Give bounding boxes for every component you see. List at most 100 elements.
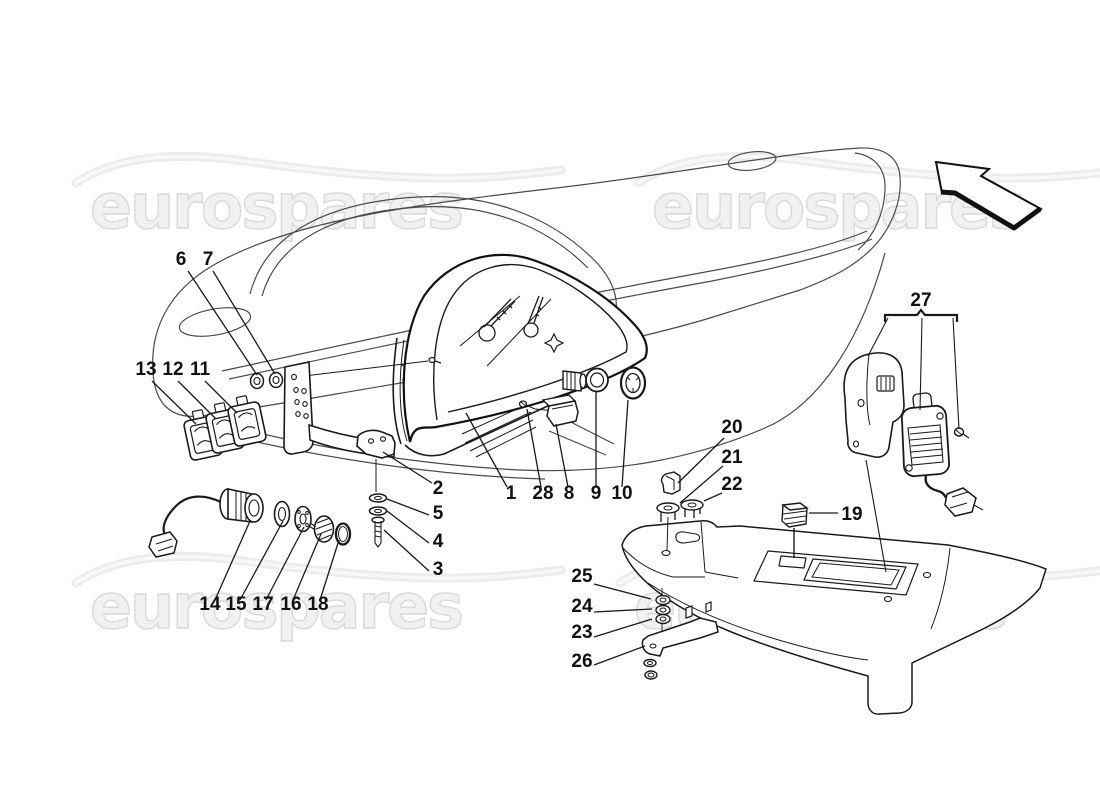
bracket-26 [641, 617, 719, 657]
ring-15 [273, 500, 291, 528]
brace-27 [883, 308, 959, 322]
leader-line-1 [465, 412, 508, 488]
bracket-26-studs [685, 601, 712, 619]
leader-line-10 [621, 399, 629, 488]
button-9-cap [585, 367, 609, 393]
part-number-1: 1 [506, 483, 517, 504]
part-number-20: 20 [721, 417, 742, 438]
part-number-6: 6 [176, 249, 187, 270]
cable-connector [148, 531, 178, 558]
part-number-13: 13 [135, 359, 156, 380]
leader-line-13 [151, 380, 197, 425]
part-number-11: 11 [190, 359, 211, 380]
part-number-24: 24 [571, 596, 593, 617]
watermark-text: eurospares [90, 570, 462, 643]
switch-8-body [546, 400, 579, 427]
dash-bottom-sweep-2 [237, 437, 546, 480]
leader-line-21 [679, 465, 724, 504]
console-recess [753, 550, 919, 596]
part-number-19: 19 [841, 504, 862, 525]
switch-11 [227, 395, 267, 447]
part-washers-6-7 [249, 371, 284, 390]
leader-line-22 [703, 492, 723, 502]
flange-fold [930, 547, 951, 630]
extra-leader-3 [865, 459, 887, 573]
part-center-console [621, 520, 1047, 715]
washer-24 [655, 604, 671, 616]
part-number-9: 9 [591, 483, 602, 504]
part-number-17: 17 [252, 594, 273, 615]
leader-line-28 [526, 408, 542, 488]
dash-left-vent-oval [178, 307, 252, 337]
leader-line-14 [214, 520, 251, 601]
part-instrument-cluster [392, 253, 648, 458]
cluster-hood [402, 253, 648, 443]
leader-line-24 [593, 608, 653, 613]
leader-line-18 [319, 539, 340, 601]
leader-line-20 [677, 437, 725, 484]
leader-line-8 [555, 423, 569, 488]
part-number-28: 28 [532, 483, 553, 504]
part-number-8: 8 [564, 483, 575, 504]
cluster-case-bottom [404, 403, 553, 457]
watermark-swoosh-highlight [636, 154, 1100, 185]
clip-20 [660, 471, 681, 495]
cluster-vent-slots [461, 403, 537, 458]
leader-line-5 [386, 498, 430, 516]
leader-line-23 [593, 618, 653, 638]
part-number-18: 18 [307, 594, 328, 615]
leader-line-12 [177, 380, 217, 420]
part-switches [183, 395, 267, 461]
leader-line-25 [593, 583, 652, 600]
part-number-22: 22 [721, 474, 742, 495]
washer-25 [655, 594, 671, 606]
ecu-module [900, 404, 951, 478]
switch-19 [781, 502, 809, 528]
star-symbol [543, 332, 565, 354]
leader-line-15 [239, 520, 284, 601]
leader-line-26 [593, 645, 646, 666]
part-number-26: 26 [571, 651, 592, 672]
watermark-text: eurospares [652, 170, 1024, 243]
ecu-cover [843, 352, 905, 458]
washer-22 [680, 499, 704, 511]
part-number-3: 3 [433, 559, 444, 580]
dash-endcap-line [854, 152, 886, 251]
leader-line-11 [204, 380, 238, 414]
leader-line-6 [187, 270, 258, 376]
switch-hole [778, 555, 807, 569]
console-opening [803, 558, 907, 590]
extra-leader-2 [952, 317, 960, 430]
leader-line-7 [212, 270, 276, 375]
gauge-needles [478, 295, 544, 342]
part-number-27: 27 [910, 290, 931, 311]
dash-right-vent-oval [727, 151, 777, 171]
extra-leader-1 [919, 317, 923, 411]
part-console-fittings [641, 471, 809, 680]
leader-line-16 [292, 533, 322, 601]
part-number-15: 15 [225, 594, 247, 615]
part-number-16: 16 [280, 594, 301, 615]
dash-binnacle-arch [249, 196, 617, 313]
part-number-21: 21 [721, 447, 743, 468]
part-small-switch-group [518, 366, 647, 427]
ecu-ribs [909, 430, 944, 459]
washer-17 [294, 505, 312, 533]
ecu-connector [944, 487, 977, 517]
part-number-25: 25 [571, 566, 593, 587]
part-number-5: 5 [433, 503, 444, 524]
console-slot [675, 531, 701, 544]
washer-21 [656, 502, 680, 514]
leader-line-3 [383, 529, 430, 572]
part-number-14: 14 [199, 594, 221, 615]
dash-crease-2 [228, 238, 873, 380]
part-number-23: 23 [571, 622, 592, 643]
ring-10 [619, 366, 647, 400]
button-9-knurl [562, 370, 582, 392]
part-number-2: 2 [433, 478, 444, 499]
washer-23 [655, 613, 671, 625]
leader-line-17 [265, 526, 305, 601]
